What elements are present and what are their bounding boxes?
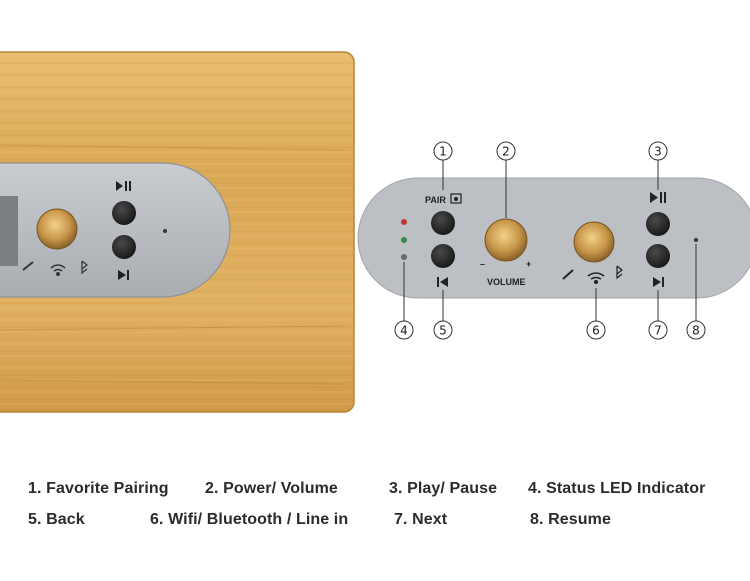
speaker-next-icon xyxy=(118,270,129,280)
speaker-bluetooth-icon xyxy=(81,260,88,275)
status-led-gray xyxy=(401,254,407,260)
svg-text:2: 2 xyxy=(502,145,510,159)
speaker-control-panel xyxy=(0,162,231,298)
speaker-next-button xyxy=(112,235,136,259)
volume-minus: – xyxy=(480,259,485,269)
svg-text:3: 3 xyxy=(654,145,662,159)
pair-label: PAIR xyxy=(425,195,446,205)
play-pause-button[interactable] xyxy=(646,212,670,236)
next-track-icon xyxy=(653,277,664,287)
speaker-resume-pinhole xyxy=(163,229,167,233)
previous-track-icon xyxy=(437,277,448,287)
line-in-icon xyxy=(562,269,574,280)
svg-text:5: 5 xyxy=(439,324,447,338)
panel-diagram xyxy=(357,177,750,299)
pair-button[interactable] xyxy=(431,211,455,235)
speaker-play-pause-icon xyxy=(116,181,131,191)
callout-lines xyxy=(403,160,697,321)
resume-pinhole xyxy=(694,238,698,242)
callout-5: 5 xyxy=(433,320,453,340)
callout-4: 4 xyxy=(394,320,414,340)
svg-text:4: 4 xyxy=(400,324,408,338)
speaker-volume-knob xyxy=(36,208,78,250)
callout-3: 3 xyxy=(648,141,668,161)
volume-knob[interactable] xyxy=(484,218,528,262)
speaker-line-in-icon xyxy=(22,261,34,271)
next-button[interactable] xyxy=(646,244,670,268)
speaker-play-pause-button xyxy=(112,201,136,225)
volume-plus: + xyxy=(526,259,531,269)
status-led-green xyxy=(401,237,407,243)
svg-text:8: 8 xyxy=(692,324,700,338)
callout-7: 7 xyxy=(648,320,668,340)
back-button[interactable] xyxy=(431,244,455,268)
svg-text:7: 7 xyxy=(654,324,662,338)
svg-text:1: 1 xyxy=(439,145,447,159)
callout-8: 8 xyxy=(686,320,706,340)
wifi-icon xyxy=(587,272,605,285)
bluetooth-icon xyxy=(616,265,623,280)
callout-1: 1 xyxy=(433,141,453,161)
source-knob[interactable] xyxy=(573,221,615,263)
callout-2: 2 xyxy=(496,141,516,161)
play-pause-icon xyxy=(650,192,666,203)
favorite-pair-icon xyxy=(450,193,462,204)
callout-6: 6 xyxy=(586,320,606,340)
speaker-wifi-icon xyxy=(50,264,66,276)
status-led-red xyxy=(401,219,407,225)
volume-label: VOLUME xyxy=(487,277,526,287)
svg-text:6: 6 xyxy=(592,324,600,338)
